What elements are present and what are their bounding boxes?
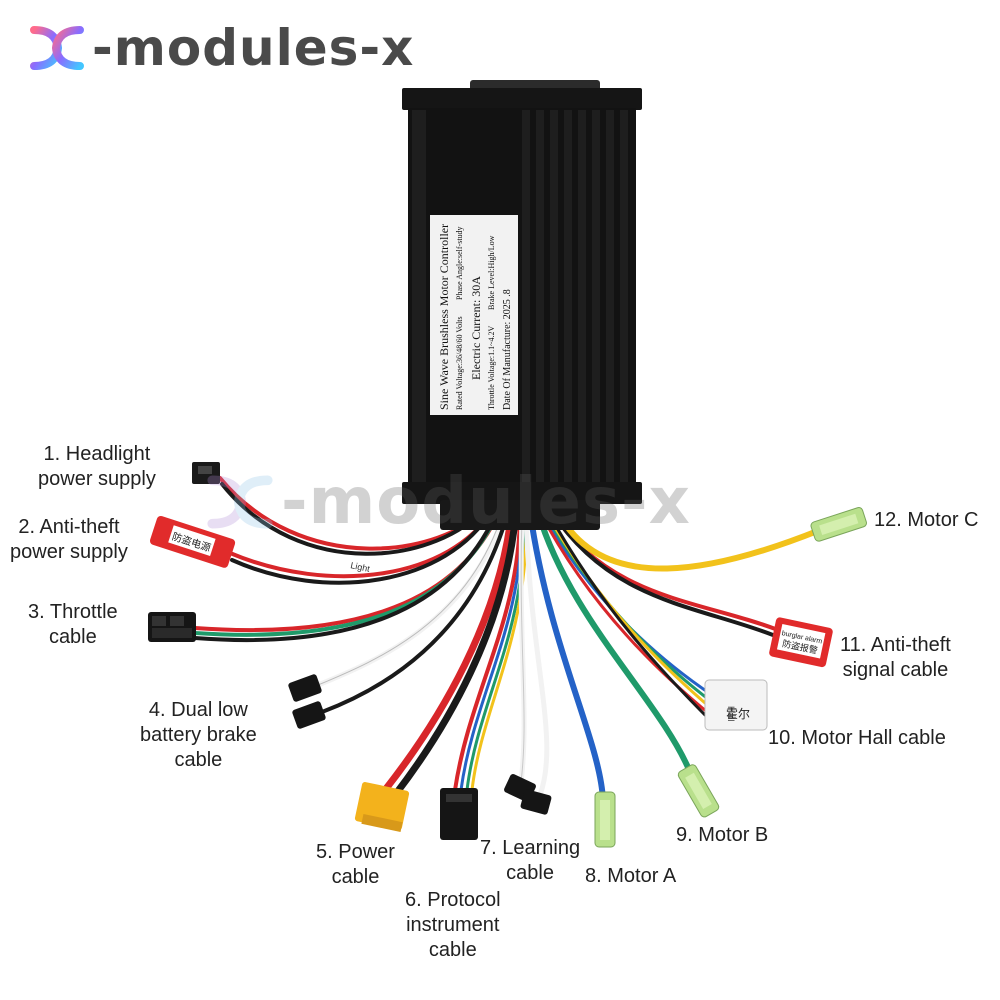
- wire-protocol: [453, 510, 522, 792]
- heat-sink-fins: [412, 110, 628, 486]
- wire-motor-a: [527, 509, 606, 803]
- power-xt60-connector: [354, 782, 410, 833]
- brand-logo: -modules-x: [28, 18, 414, 78]
- label-motor-b: 9. Motor B: [676, 824, 769, 846]
- motor-a-terminal: [594, 791, 616, 848]
- wire-motor-c: [553, 505, 823, 572]
- label-brake-level: Brake Level:High/Low: [487, 235, 496, 310]
- wire-power: [381, 506, 516, 794]
- dual-brake-connectors: [288, 674, 326, 729]
- headlight-connector: [192, 462, 220, 484]
- hall-connector: 霍尔 Hall: [704, 679, 768, 731]
- hall-tag-en: Hall: [726, 706, 736, 722]
- anti-theft-signal-connector: burglar alarm 防盗报警: [769, 617, 833, 668]
- learning-connector: [504, 774, 552, 815]
- label-motor-hall: 10. Motor Hall cable: [768, 727, 946, 749]
- label-current: Electric Current: 30A: [469, 276, 483, 380]
- spec-label: Sine Wave Brushless Motor Controller Rat…: [430, 215, 518, 415]
- motor-b-terminal: [677, 764, 720, 818]
- label-rated-voltage: Rated Voltage:36/48/60 Volts: [455, 316, 464, 410]
- x-logo-icon: [30, 26, 84, 70]
- wire-motor-b: [535, 509, 693, 775]
- connectors: 防盗电源 Light: [148, 462, 867, 848]
- hall-tag-cn: 霍尔: [726, 706, 750, 721]
- anti-theft-power-connector: 防盗电源: [149, 515, 236, 568]
- controller-housing: Sine Wave Brushless Motor Controller Rat…: [402, 80, 642, 530]
- throttle-connector: [148, 612, 196, 642]
- label-throttle-voltage: Throttle Voltage:1.1~4.2V: [487, 326, 496, 410]
- label-phase-angle: Phase Angle:self-study: [455, 226, 464, 300]
- label-motor-c: 12. Motor C: [874, 509, 979, 531]
- label-title: Sine Wave Brushless Motor Controller: [437, 224, 451, 410]
- light-sleeve-text: Light: [350, 560, 372, 574]
- label-motor-a: 8. Motor A: [585, 865, 677, 887]
- motor-c-terminal: [810, 507, 867, 542]
- brand-name: -modules-x: [92, 19, 415, 77]
- protocol-connector: [440, 788, 478, 840]
- label-date: Date Of Manufacture: 2025 .8: [502, 289, 513, 410]
